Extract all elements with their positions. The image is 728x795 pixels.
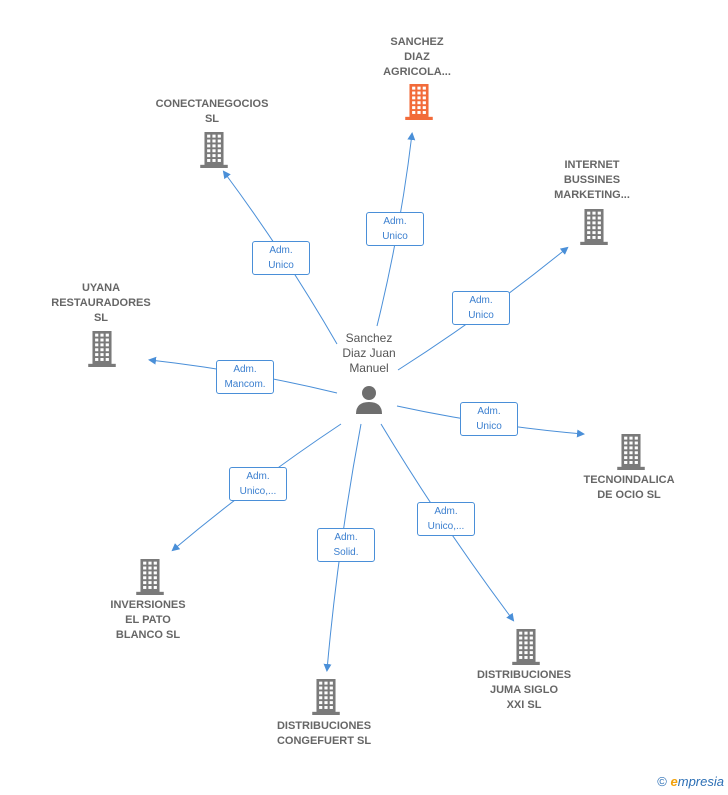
role-badge-uyana[interactable]: Adm. Mancom. — [216, 360, 274, 394]
brand-logo[interactable]: empresia — [671, 774, 724, 789]
copyright-symbol: © — [657, 774, 667, 789]
company-label-line: TECNOINDALICA — [583, 474, 675, 486]
building-icon[interactable] — [198, 132, 230, 173]
role-badge-sanchez-diaz[interactable]: Adm. Unico — [366, 212, 424, 246]
center-label-line: Manuel — [349, 361, 389, 375]
role-line: Adm. — [477, 406, 501, 417]
center-label-line: Diaz Juan — [342, 346, 396, 360]
role-badge-congefuert[interactable]: Adm. Solid. — [317, 528, 375, 562]
company-label-juma[interactable]: DISTRIBUCIONES JUMA SIGLO XXI SL — [454, 668, 594, 713]
building-icon[interactable] — [134, 559, 166, 600]
building-icon[interactable] — [615, 434, 647, 475]
building-icon[interactable] — [578, 209, 610, 250]
role-line: Unico — [476, 421, 502, 432]
brand-initial: e — [670, 774, 678, 789]
footer-brand: © empresia — [657, 774, 724, 789]
company-label-line: AGRICOLA... — [383, 66, 451, 78]
role-badge-internet-bussines[interactable]: Adm. Unico — [452, 291, 510, 325]
role-line: Adm. — [246, 471, 270, 482]
company-label-line: RESTAURADORES — [51, 297, 151, 309]
company-label-line: SL — [204, 113, 220, 125]
building-icon[interactable] — [86, 331, 118, 372]
company-label-line: INTERNET — [564, 159, 620, 171]
company-label-line: DIAZ — [404, 51, 430, 63]
building-icon[interactable] — [510, 629, 542, 670]
role-line: Unico — [468, 310, 494, 321]
company-label-line: CONECTANEGOCIOS — [155, 98, 269, 110]
building-icon[interactable] — [310, 679, 342, 720]
brand-name: mpresia — [677, 774, 724, 789]
role-line: Adm. — [233, 364, 257, 375]
company-label-line: BUSSINES — [563, 174, 621, 186]
center-person-label[interactable]: Sanchez Diaz Juan Manuel — [319, 331, 419, 376]
role-line: Adm. — [434, 506, 458, 517]
company-label-line: DISTRIBUCIONES — [476, 669, 572, 681]
role-line: Mancom. — [224, 379, 266, 390]
role-line: Solid. — [333, 547, 359, 558]
role-line: Adm. — [334, 532, 358, 543]
company-label-line: DE OCIO SL — [597, 489, 661, 501]
company-label-line: UYANA — [81, 282, 121, 294]
company-label-inversiones[interactable]: INVERSIONES EL PATO BLANCO SL — [78, 598, 218, 643]
company-label-internet-bussines[interactable]: INTERNET BUSSINES MARKETING... — [522, 158, 662, 203]
company-label-line: XXI SL — [506, 699, 542, 711]
company-label-line: SL — [93, 312, 109, 324]
company-label-line: INVERSIONES — [110, 599, 186, 611]
company-label-line: DISTRIBUCIONES — [276, 720, 372, 732]
company-label-line: EL PATO — [125, 614, 171, 626]
company-label-line: MARKETING... — [554, 189, 630, 201]
company-label-sanchez-diaz[interactable]: SANCHEZ DIAZ AGRICOLA... — [347, 35, 487, 80]
person-icon[interactable] — [353, 384, 385, 421]
role-badge-conectanegocios[interactable]: Adm. Unico — [252, 241, 310, 275]
role-line: Adm. — [469, 295, 493, 306]
role-line: Unico — [268, 260, 294, 271]
company-label-tecnoindalica[interactable]: TECNOINDALICA DE OCIO SL — [559, 473, 699, 503]
role-line: Unico,... — [427, 521, 465, 532]
role-badge-inversiones[interactable]: Adm. Unico,... — [229, 467, 287, 501]
company-label-line: BLANCO SL — [115, 629, 181, 641]
role-badge-tecnoindalica[interactable]: Adm. Unico — [460, 402, 518, 436]
role-badge-juma[interactable]: Adm. Unico,... — [417, 502, 475, 536]
company-label-uyana[interactable]: UYANA RESTAURADORES SL — [31, 281, 171, 326]
role-line: Adm. — [383, 216, 407, 227]
company-label-line: CONGEFUERT SL — [276, 735, 372, 747]
role-line: Adm. — [269, 245, 293, 256]
center-label-line: Sanchez — [345, 331, 393, 345]
company-label-congefuert[interactable]: DISTRIBUCIONES CONGEFUERT SL — [254, 719, 394, 749]
role-line: Unico,... — [239, 486, 277, 497]
company-label-line: SANCHEZ — [390, 36, 444, 48]
company-label-conectanegocios[interactable]: CONECTANEGOCIOS SL — [142, 97, 282, 127]
building-icon[interactable] — [403, 84, 435, 125]
company-label-line: JUMA SIGLO — [489, 684, 559, 696]
role-line: Unico — [382, 231, 408, 242]
